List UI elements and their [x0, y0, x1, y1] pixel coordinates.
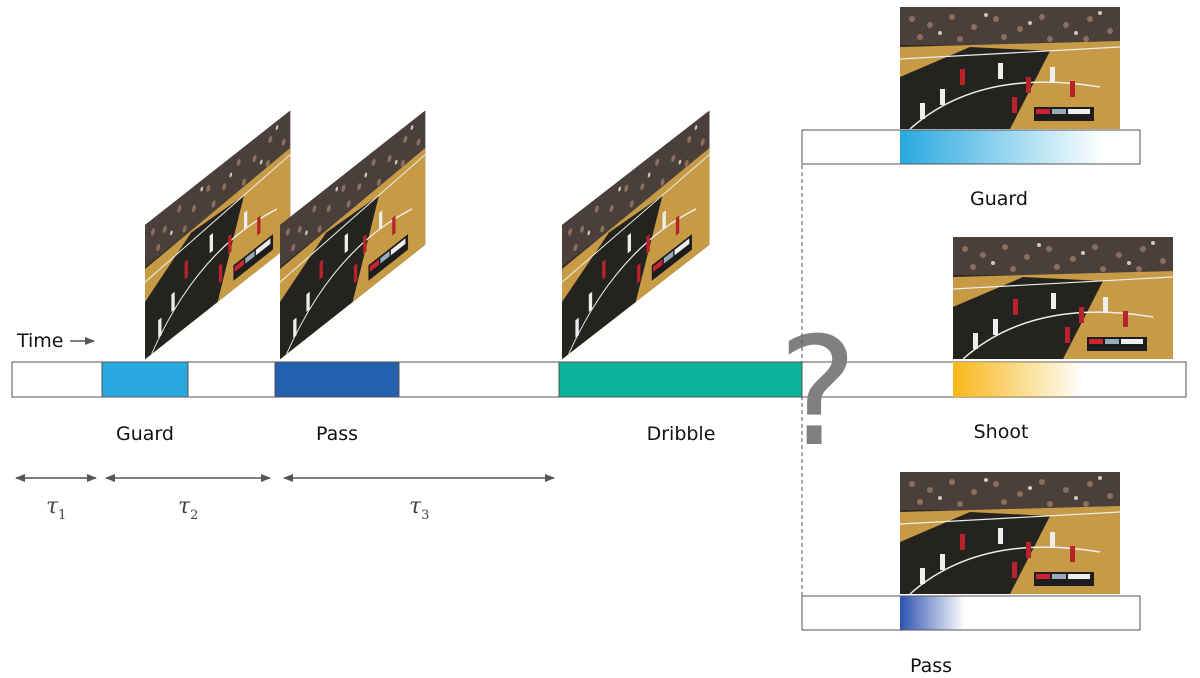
- segment-guard: [102, 362, 188, 397]
- prediction-shoot-frame: [952, 236, 1174, 360]
- frame-pass: [279, 109, 427, 361]
- prediction-pass-fill: [900, 596, 965, 630]
- frame-guard: [144, 109, 292, 361]
- segment-dribble-label: Dribble: [647, 423, 716, 445]
- prediction-shoot-fill: [953, 362, 1085, 397]
- segment-guard-label: Guard: [116, 423, 174, 445]
- segment-dribble: [559, 362, 802, 397]
- frame-dribble: [561, 109, 711, 361]
- unknown-future-marker: ?: [778, 306, 858, 480]
- prediction-pass-frame: [899, 471, 1121, 595]
- prediction-shoot-label: Shoot: [974, 421, 1029, 443]
- segment-pass-label: Pass: [316, 423, 358, 445]
- prediction-guard-frame: [899, 6, 1121, 130]
- interval-label-2: τ2: [178, 494, 198, 523]
- segment-pass: [275, 362, 399, 397]
- prediction-guard-fill: [900, 130, 1104, 164]
- prediction-guard-label: Guard: [970, 188, 1028, 210]
- interval-label-3: τ3: [409, 494, 429, 523]
- interval-label-1: τ1: [46, 494, 66, 523]
- time-label: Time: [16, 330, 64, 352]
- prediction-pass-label: Pass: [910, 655, 952, 677]
- prediction-pass-bar: [801, 595, 1141, 631]
